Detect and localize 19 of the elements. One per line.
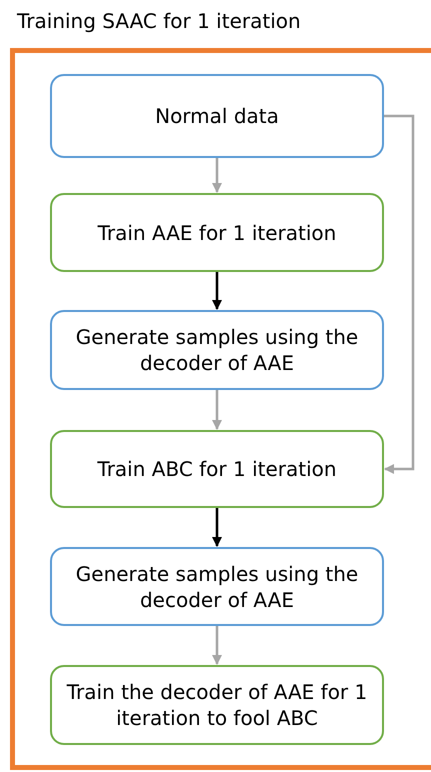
process-box (50, 665, 384, 745)
arrow (384, 114, 414, 474)
process-box (50, 310, 384, 390)
process-box (50, 74, 384, 158)
frame-title: Training SAAC for 1 iteration (17, 9, 301, 33)
box-text: Train ABC for 1 iteration (97, 456, 337, 482)
arrow (212, 508, 222, 547)
process-box (50, 430, 384, 508)
arrow (212, 158, 222, 193)
box-text: Normal data (155, 103, 279, 129)
box-text: Generate samples using the decoder of AAE (74, 324, 360, 376)
box-text: Train AAE for 1 iteration (98, 220, 336, 246)
box-text: Train the decoder of AAE for 1 iteration to fool ABC (66, 679, 368, 731)
process-box (50, 547, 384, 626)
process-box (50, 193, 384, 272)
arrow (212, 390, 222, 430)
arrow (212, 626, 222, 665)
box-text: Generate samples using the decoder of AAE (74, 560, 360, 612)
arrow (212, 272, 222, 310)
